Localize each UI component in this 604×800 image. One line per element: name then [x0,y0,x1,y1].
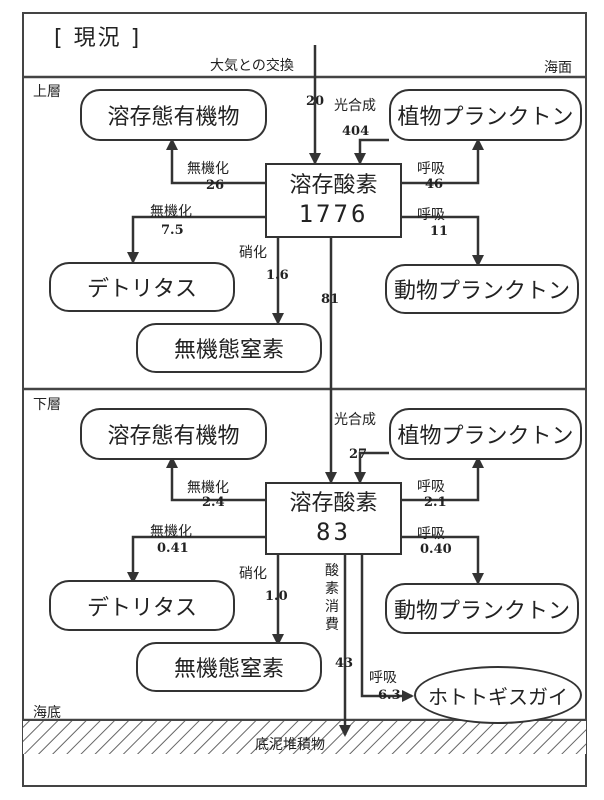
consumption-char-3: 消 [325,599,339,615]
lower-nitr-label: 硝化 [239,566,267,582]
consumption-char-2: 素 [325,581,339,597]
lower-phyto-node: 植物プランクトン [389,408,582,460]
arrow-photosynthesis-lower [354,451,389,484]
arrow-resp-phyto-lower [402,456,484,502]
arrow-miner-det-lower [127,535,265,584]
arrow-resp-shellfish [360,555,414,702]
lower-photo-value: 27 [349,447,368,462]
arrow-miner-doc-upper [166,138,265,185]
seabed-label: 海底 [33,705,61,721]
upper-zoo-node: 動物プランクトン [385,264,579,314]
upper-photo-value: 404 [342,124,370,139]
lower-resp-zoo-value: 0.40 [420,542,452,557]
shellfish-node: ホトトギスガイ [414,666,582,724]
down-transfer-value: 81 [321,292,340,307]
upper-layer-label: 上層 [33,84,61,100]
lower-nitr-value: 1.0 [265,589,288,604]
upper-miner-det-label: 無機化 [150,204,192,220]
consumption-char-1: 酸 [325,563,339,579]
lower-do-node: 溶存酸素 83 [265,482,402,555]
diagram-title: [ 現況 ] [54,26,142,51]
upper-photo-label: 光合成 [334,98,376,114]
lower-photo-label: 光合成 [334,412,376,428]
upper-miner-det-value: 7.5 [161,223,184,238]
lower-layer-label: 下層 [33,397,61,413]
upper-do-value: 1776 [298,200,369,229]
lower-zoo-node: 動物プランクトン [385,583,579,634]
upper-phyto-node: 植物プランクトン [389,89,582,141]
arrow-miner-doc-lower [166,456,265,502]
sediment-label: 底泥堆積物 [255,737,325,753]
upper-miner-doc-value: 26 [206,178,225,193]
upper-nitr-value: 1.6 [266,268,289,283]
lower-doc-node: 溶存態有機物 [80,408,267,460]
upper-doc-node: 溶存態有機物 [80,89,267,141]
lower-detritus-node: デトリタス [49,580,235,631]
sea-surface-label: 海面 [544,60,572,76]
arrow-miner-det-upper [127,215,265,264]
upper-resp-zoo-label: 呼吸 [417,207,445,223]
upper-nitr-label: 硝化 [239,245,267,261]
upper-resp-phyto-value: 46 [425,177,444,192]
upper-inorg-n-node: 無機態窒素 [136,323,322,373]
upper-do-node: 溶存酸素 1776 [265,163,402,238]
lower-miner-det-label: 無機化 [150,524,192,540]
lower-resp-zoo-label: 呼吸 [417,526,445,542]
upper-miner-doc-label: 無機化 [187,161,229,177]
lower-miner-doc-value: 2.4 [202,495,225,510]
air-exchange-label: 大気との交換 [210,58,294,74]
lower-resp-phyto-value: 2.1 [424,495,447,510]
upper-do-title: 溶存酸素 [289,172,378,198]
sediment-hatch [23,721,586,754]
lower-do-value: 83 [316,518,351,547]
shellfish-resp-label: 呼吸 [369,670,397,686]
oxygen-consumption-label: 酸 素 消 費 [324,562,340,634]
arrow-photosynthesis-upper [354,138,389,165]
lower-inorg-n-node: 無機態窒素 [136,642,322,692]
outer-frame [22,12,587,787]
arrow-resp-zoo-lower [402,535,484,585]
upper-detritus-node: デトリタス [49,262,235,312]
lower-resp-phyto-label: 呼吸 [417,479,445,495]
lower-miner-det-value: 0.41 [157,541,189,556]
lower-do-title: 溶存酸素 [289,490,378,516]
upper-resp-phyto-label: 呼吸 [417,161,445,177]
upper-resp-zoo-value: 11 [430,224,449,239]
lower-miner-doc-label: 無機化 [187,480,229,496]
air-flow-value: 20 [306,94,325,109]
arrow-resp-phyto-upper [402,138,484,185]
shellfish-resp-value: 6.3 [378,688,401,703]
arrow-resp-zoo-upper [402,215,484,267]
oxygen-consumption-value: 43 [335,656,354,671]
consumption-char-4: 費 [325,617,339,633]
